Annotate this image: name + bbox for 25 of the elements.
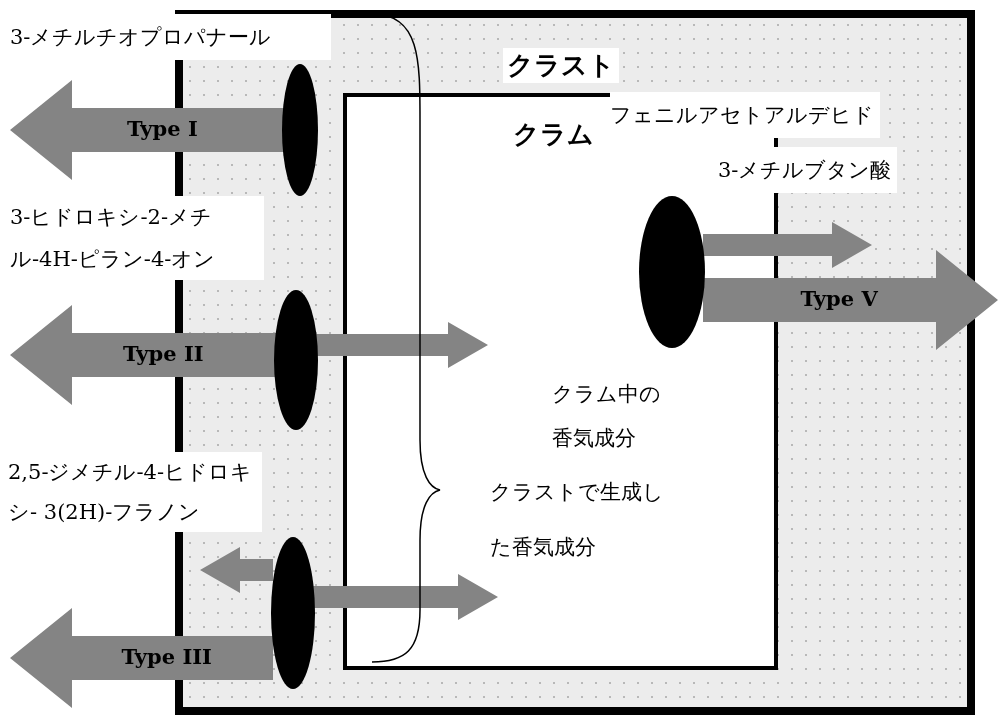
compound-label: クラム中の香気成分	[552, 381, 662, 452]
arrow	[316, 322, 488, 368]
compound-label: 2,5-ジメチル-4-ヒドロキシ- 3(2H)-フラノン	[8, 452, 262, 532]
compound-label: 3-メチルブタン酸	[718, 147, 898, 193]
edge-label: Type II	[123, 341, 204, 366]
ellipse-marker	[639, 196, 705, 348]
arrow	[703, 222, 872, 268]
arrow	[200, 547, 273, 593]
edge-label: Type I	[127, 116, 198, 141]
edge-label: Type III	[121, 644, 212, 669]
arrow	[313, 574, 498, 620]
edge-label: Type V	[800, 286, 878, 311]
ellipse-marker	[271, 537, 315, 689]
compound-label: フェニルアセトアルデヒド	[610, 92, 880, 138]
compound-label: 3-メチルチオプロパナール	[10, 14, 332, 60]
arrow	[10, 608, 273, 708]
arrow	[703, 250, 998, 350]
ellipse-marker	[282, 64, 318, 196]
ellipse-marker	[274, 290, 318, 430]
box-title: クラスト	[503, 48, 619, 83]
arrow	[10, 80, 284, 180]
arrow	[10, 305, 276, 405]
compound-label: クラストで生成した香気成分	[490, 479, 665, 561]
box-title: クラム	[512, 118, 595, 151]
compound-label: 3-ヒドロキシ-2-メチル-4H-ピラン-4-オン	[10, 196, 264, 280]
